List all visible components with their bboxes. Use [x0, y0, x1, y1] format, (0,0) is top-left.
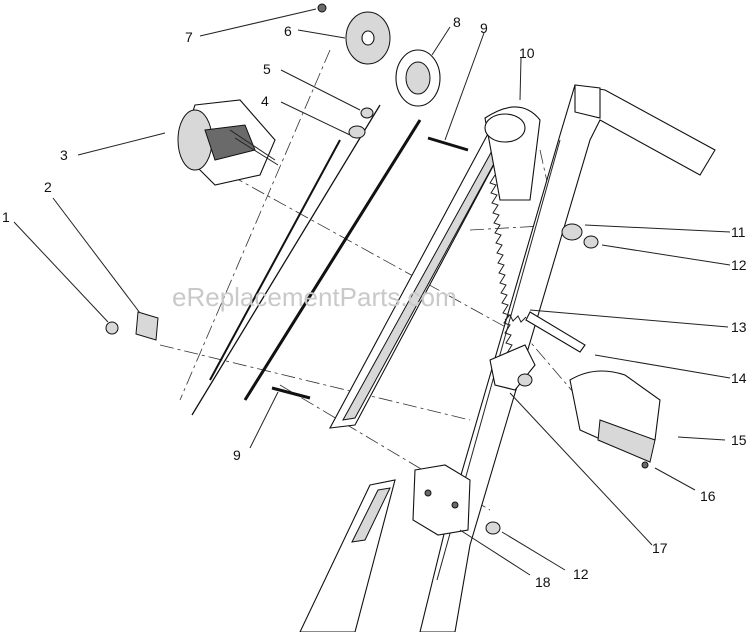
callout-2: 2	[44, 179, 52, 195]
leader-lines	[13, 8, 731, 576]
callout-13: 13	[731, 319, 747, 335]
callout-8: 8	[453, 14, 461, 30]
rods	[191, 104, 422, 416]
callout-6: 6	[284, 23, 292, 39]
chain	[489, 174, 516, 384]
callout-5: 5	[263, 61, 271, 77]
callout-9-bottom: 9	[233, 447, 241, 463]
nut-washer	[105, 311, 159, 341]
gear-housing	[177, 99, 279, 186]
callout-12-lower: 12	[573, 566, 589, 582]
lower-tube	[299, 479, 396, 632]
callout-10: 10	[519, 45, 535, 61]
callout-18: 18	[535, 574, 551, 590]
spacer-parts	[348, 107, 374, 139]
callout-7: 7	[185, 29, 193, 45]
callout-4: 4	[261, 93, 269, 109]
callout-11: 11	[731, 224, 746, 240]
callout-15: 15	[731, 432, 747, 448]
wheel-disc	[317, 3, 391, 65]
callout-3: 3	[60, 147, 68, 163]
callout-12-upper: 12	[731, 257, 747, 273]
callout-16: 16	[700, 488, 716, 504]
spring-lever	[504, 311, 586, 353]
watermark-text: eReplacementParts.com	[172, 282, 457, 312]
pulley	[395, 49, 441, 107]
callout-9-top: 9	[480, 20, 488, 36]
callout-14: 14	[731, 370, 747, 386]
grip-housing	[569, 370, 661, 469]
handle-tube	[419, 84, 716, 632]
bracket	[412, 464, 501, 536]
callout-1: 1	[2, 209, 10, 225]
chain-rail	[329, 106, 541, 429]
right-washer	[561, 223, 599, 249]
callout-17: 17	[652, 540, 668, 556]
trigger	[489, 344, 536, 391]
bolts	[271, 136, 469, 400]
callout-labels: 1 2 3 4 5 6 7 8 9 9 10 11 12 12 13 14 15…	[2, 14, 747, 590]
